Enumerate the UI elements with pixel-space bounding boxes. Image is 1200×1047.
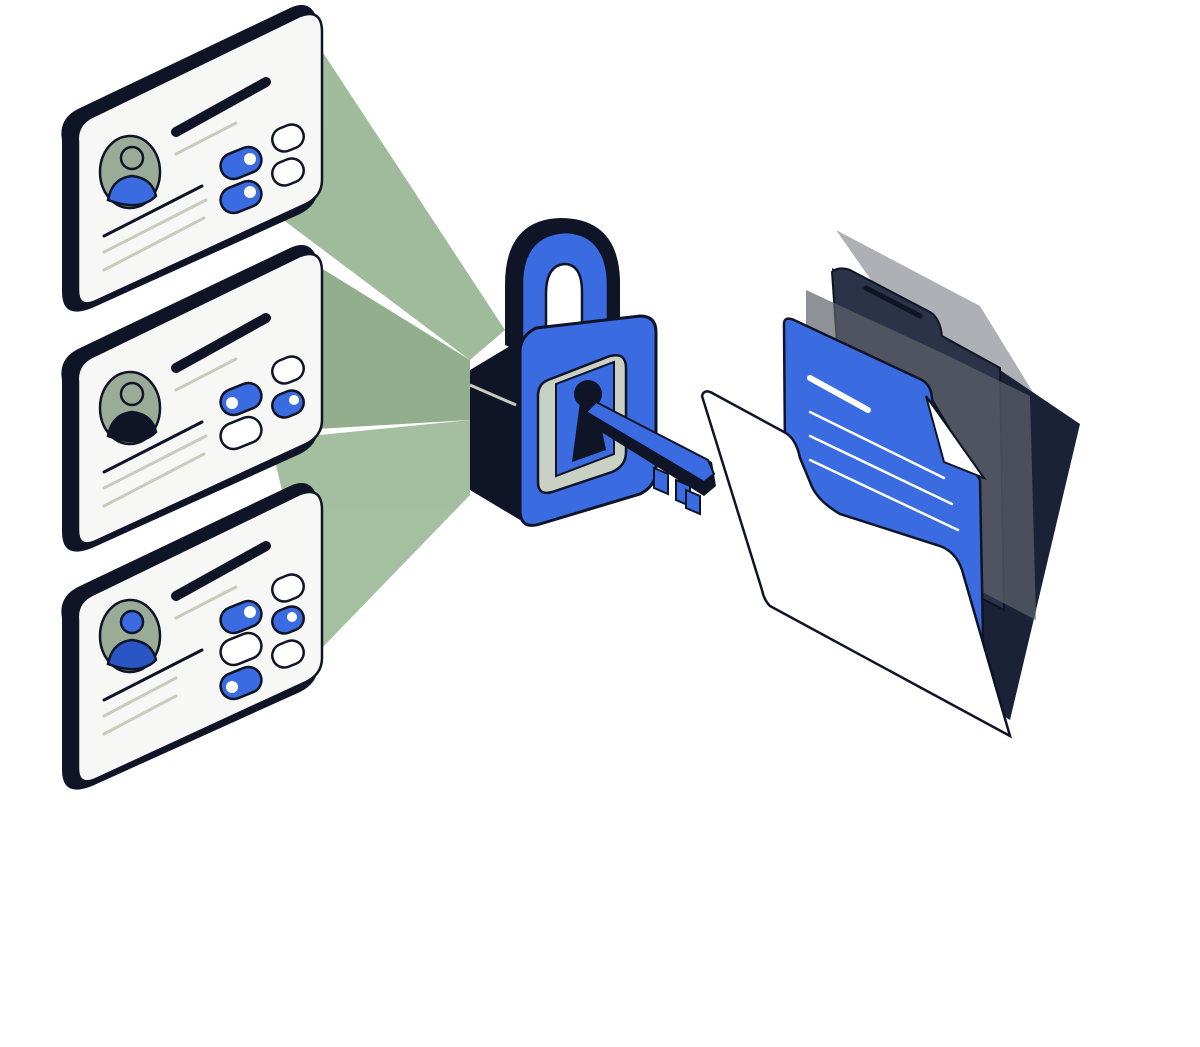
toggle-switch[interactable]	[217, 177, 266, 217]
toggle-switch[interactable]	[269, 637, 308, 671]
toggle-switch[interactable]	[269, 121, 308, 155]
toggle-switch[interactable]	[269, 387, 308, 421]
toggle-switch[interactable]	[217, 597, 266, 637]
toggle-switch[interactable]	[269, 571, 308, 605]
toggle-switch[interactable]	[269, 603, 308, 637]
toggle-switch[interactable]	[269, 155, 308, 189]
toggle-switch[interactable]	[217, 629, 266, 669]
toggle-switch[interactable]	[217, 413, 266, 453]
profile-card-2	[61, 245, 324, 552]
user-avatar-icon	[98, 370, 162, 446]
toggle-switch[interactable]	[269, 353, 308, 387]
toggle-switch[interactable]	[217, 143, 266, 183]
beam-top	[270, 45, 505, 360]
profile-card-3	[61, 483, 324, 790]
beam-middle	[300, 255, 470, 430]
key-icon	[582, 400, 716, 516]
toggle-switch[interactable]	[217, 379, 266, 419]
user-avatar-icon	[98, 598, 162, 674]
toggle-switch[interactable]	[217, 663, 266, 703]
user-avatar-icon	[98, 134, 162, 210]
folder-icon	[700, 230, 1080, 739]
padlock-icon	[469, 218, 658, 527]
profile-card-1	[61, 5, 324, 312]
